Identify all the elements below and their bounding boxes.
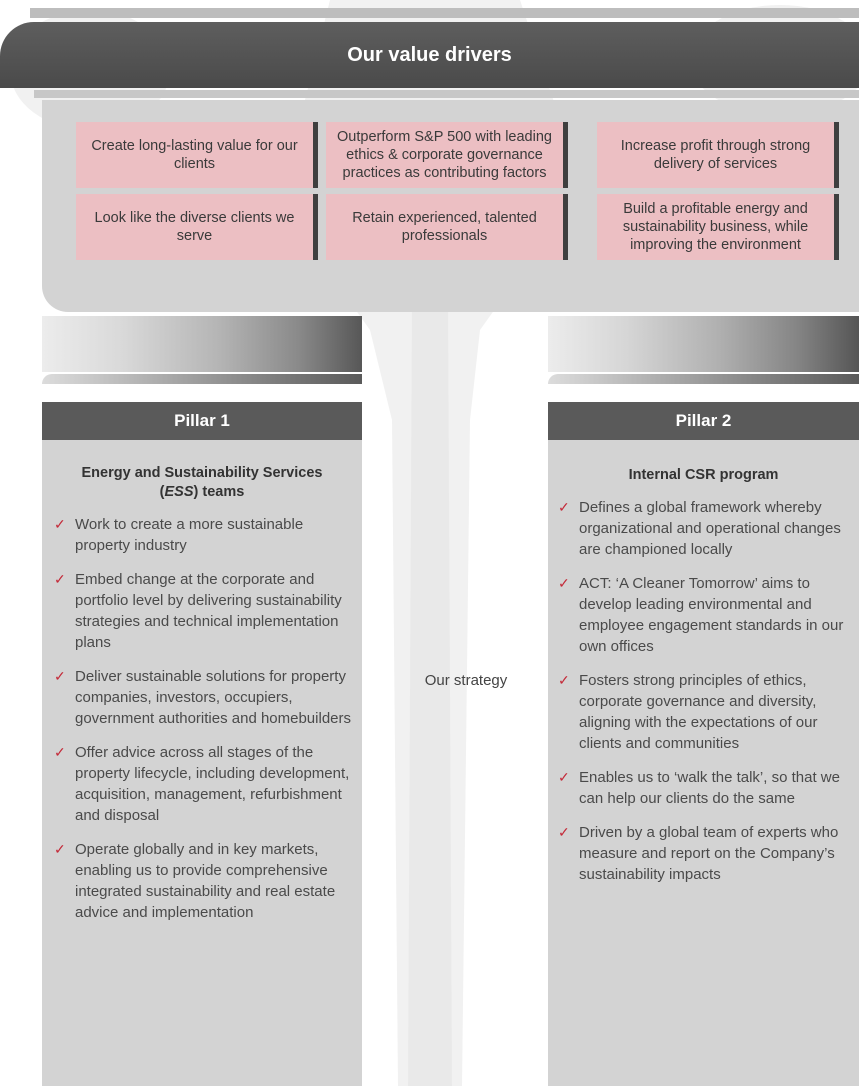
list-item: ✓ Deliver sustainable solutions for prope… — [54, 666, 352, 729]
driver-text: Build a profitable energy and sustainabi… — [622, 201, 809, 253]
header-top-stripe — [30, 8, 859, 18]
pillar1-list: ✓ Work to create a more sustainable prope… — [42, 514, 362, 923]
list-item: ✓ Driven by a global team of experts who … — [558, 822, 859, 885]
list-item-text: Defines a global framework whereby organ… — [579, 499, 841, 558]
list-item: ✓ Embed change at the corporate and portf… — [54, 569, 352, 653]
pillar2-title: Pillar 2 — [548, 402, 859, 440]
pillar1-subtitle-prefix: Energy and Sustainability Services ( — [81, 465, 323, 500]
list-item: ✓ Defines a global framework whereby orga… — [558, 497, 859, 560]
header-bar — [0, 22, 859, 88]
list-item: ✓ ACT: ‘A Cleaner Tomorrow’ aims to devel… — [558, 573, 859, 657]
checkmark-icon: ✓ — [54, 516, 66, 532]
list-item-text: Enables us to ‘walk the talk’, so that w… — [579, 769, 840, 807]
list-item: ✓ Operate globally and in key markets, en… — [54, 839, 352, 923]
driver-box: Build a profitable energy and sustainabi… — [597, 194, 839, 260]
pillar1-subtitle-abbrev: ESS — [164, 484, 194, 500]
list-item: ✓ Work to create a more sustainable prope… — [54, 514, 352, 556]
list-item-text: Fosters strong principles of ethics, cor… — [579, 672, 818, 752]
list-item: ✓ Fosters strong principles of ethics, co… — [558, 670, 859, 754]
checkmark-icon: ✓ — [558, 575, 570, 591]
checkmark-icon: ✓ — [558, 769, 570, 785]
pillar2-list: ✓ Defines a global framework whereby orga… — [548, 497, 859, 885]
list-item-text: Work to create a more sustainable proper… — [75, 516, 304, 554]
list-item-text: Deliver sustainable solutions for proper… — [75, 668, 351, 727]
checkmark-icon: ✓ — [54, 744, 66, 760]
driver-text: Retain experienced, talented professiona… — [352, 210, 537, 244]
checkmark-icon: ✓ — [54, 571, 66, 587]
list-item: ✓ Enables us to ‘walk the talk’, so that … — [558, 767, 859, 809]
checkmark-icon: ✓ — [558, 824, 570, 840]
driver-box: Outperform S&P 500 with leading ethics &… — [326, 122, 568, 188]
driver-text: Look like the diverse clients we serve — [94, 210, 295, 244]
pillar1-cap — [42, 374, 362, 384]
header-under-stripe — [34, 90, 859, 98]
driver-text: Outperform S&P 500 with leading ethics &… — [337, 129, 552, 181]
list-item-text: Offer advice across all stages of the pr… — [75, 744, 350, 824]
pillar1-subtitle-suffix: ) teams — [193, 484, 245, 500]
driver-box: Create long-lasting value for our client… — [76, 122, 318, 188]
checkmark-icon: ✓ — [54, 841, 66, 857]
value-drivers-panel: Create long-lasting value for our client… — [42, 100, 859, 312]
list-item-text: Operate globally and in key markets, ena… — [75, 841, 336, 921]
pillar1-subtitle: Energy and Sustainability Services (ESS)… — [72, 464, 332, 502]
driver-box: Look like the diverse clients we serve — [76, 194, 318, 260]
driver-text: Create long-lasting value for our client… — [91, 138, 298, 172]
list-item: ✓ Offer advice across all stages of the p… — [54, 742, 352, 826]
driver-text: Increase profit through strong delivery … — [620, 138, 811, 172]
driver-box: Increase profit through strong delivery … — [597, 122, 839, 188]
driver-box: Retain experienced, talented professiona… — [326, 194, 568, 260]
pillar2-cap — [548, 374, 859, 384]
pillar2-subtitle: Internal CSR program — [628, 467, 779, 483]
pillar2-body: Internal CSR program ✓ Defines a global f… — [548, 440, 859, 1086]
list-item-text: Driven by a global team of experts who m… — [579, 824, 839, 883]
list-item-text: Embed change at the corporate and portfo… — [75, 571, 342, 651]
pillar2-gradient-strip — [548, 316, 859, 372]
checkmark-icon: ✓ — [54, 668, 66, 684]
pillar1-title: Pillar 1 — [42, 402, 362, 440]
list-item-text: ACT: ‘A Cleaner Tomorrow’ aims to develo… — [579, 575, 844, 655]
page-title: Our value drivers — [347, 44, 512, 66]
checkmark-icon: ✓ — [558, 672, 570, 688]
checkmark-icon: ✓ — [558, 499, 570, 515]
pillar1-gradient-strip — [42, 316, 362, 372]
pillar1-body: Energy and Sustainability Services (ESS)… — [42, 440, 362, 1086]
strategy-label: Our strategy — [424, 672, 508, 689]
